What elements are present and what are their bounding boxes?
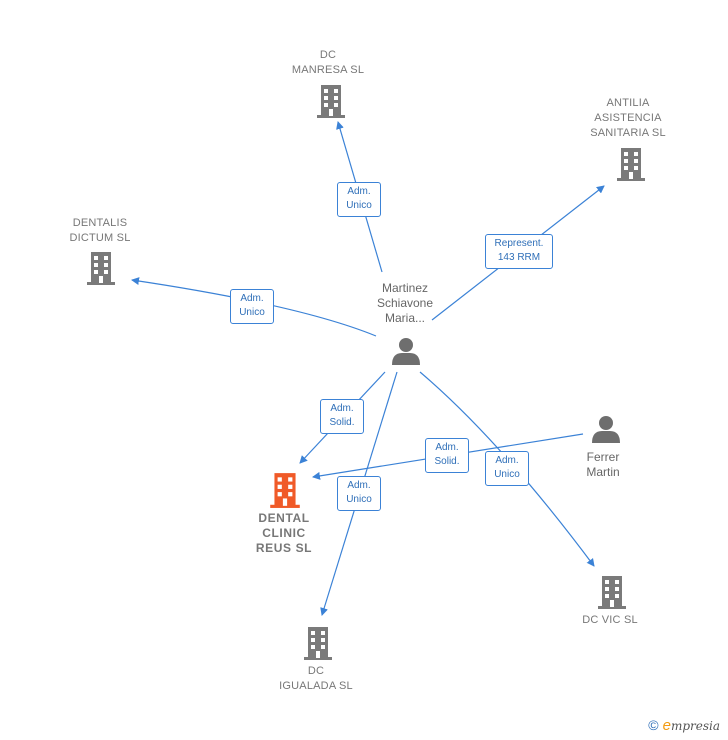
person-icon[interactable] <box>590 414 622 444</box>
node-label-antilia[interactable]: ANTILIA ASISTENCIA SANITARIA SL <box>590 97 666 139</box>
node-label-dc-igualada[interactable]: DC IGUALADA SL <box>279 665 353 692</box>
building-icon[interactable] <box>86 250 116 286</box>
copyright-icon: © <box>648 717 659 733</box>
edge-label-adm-unico[interactable]: Adm. Unico <box>230 289 274 324</box>
edge-label-represent[interactable]: Represent. 143 RRM <box>485 234 553 269</box>
node-label-dc-vic[interactable]: DC VIC SL <box>582 614 638 626</box>
node-label-ferrer[interactable]: Ferrer Martin <box>586 450 620 479</box>
brand-logo-e: e <box>662 717 671 734</box>
node-label-dentalis[interactable]: DENTALIS DICTUM SL <box>69 217 131 244</box>
edge-label-adm-solid[interactable]: Adm. Solid. <box>425 438 469 473</box>
edge-martinez-dentalis <box>131 277 377 337</box>
edge-label-adm-solid[interactable]: Adm. Solid. <box>320 399 364 434</box>
brand-name: mpresia <box>670 719 720 733</box>
footer-brand: ©empresia <box>648 717 720 734</box>
building-icon[interactable] <box>316 83 346 119</box>
node-label-dc-manresa[interactable]: DC MANRESA SL <box>291 49 365 76</box>
building-icon[interactable] <box>597 574 627 610</box>
edge-label-adm-unico[interactable]: Adm. Unico <box>337 182 381 217</box>
building-icon[interactable] <box>303 625 333 661</box>
edge-label-adm-unico[interactable]: Adm. Unico <box>485 451 529 486</box>
person-icon[interactable] <box>390 336 422 366</box>
edge-label-adm-unico[interactable]: Adm. Unico <box>337 476 381 511</box>
building-focus-icon[interactable] <box>269 471 301 509</box>
node-label-martinez[interactable]: Martinez Schiavone Maria... <box>376 281 434 325</box>
node-label-dental-clinic[interactable]: DENTAL CLINIC REUS SL <box>255 511 313 555</box>
building-icon[interactable] <box>616 146 646 182</box>
